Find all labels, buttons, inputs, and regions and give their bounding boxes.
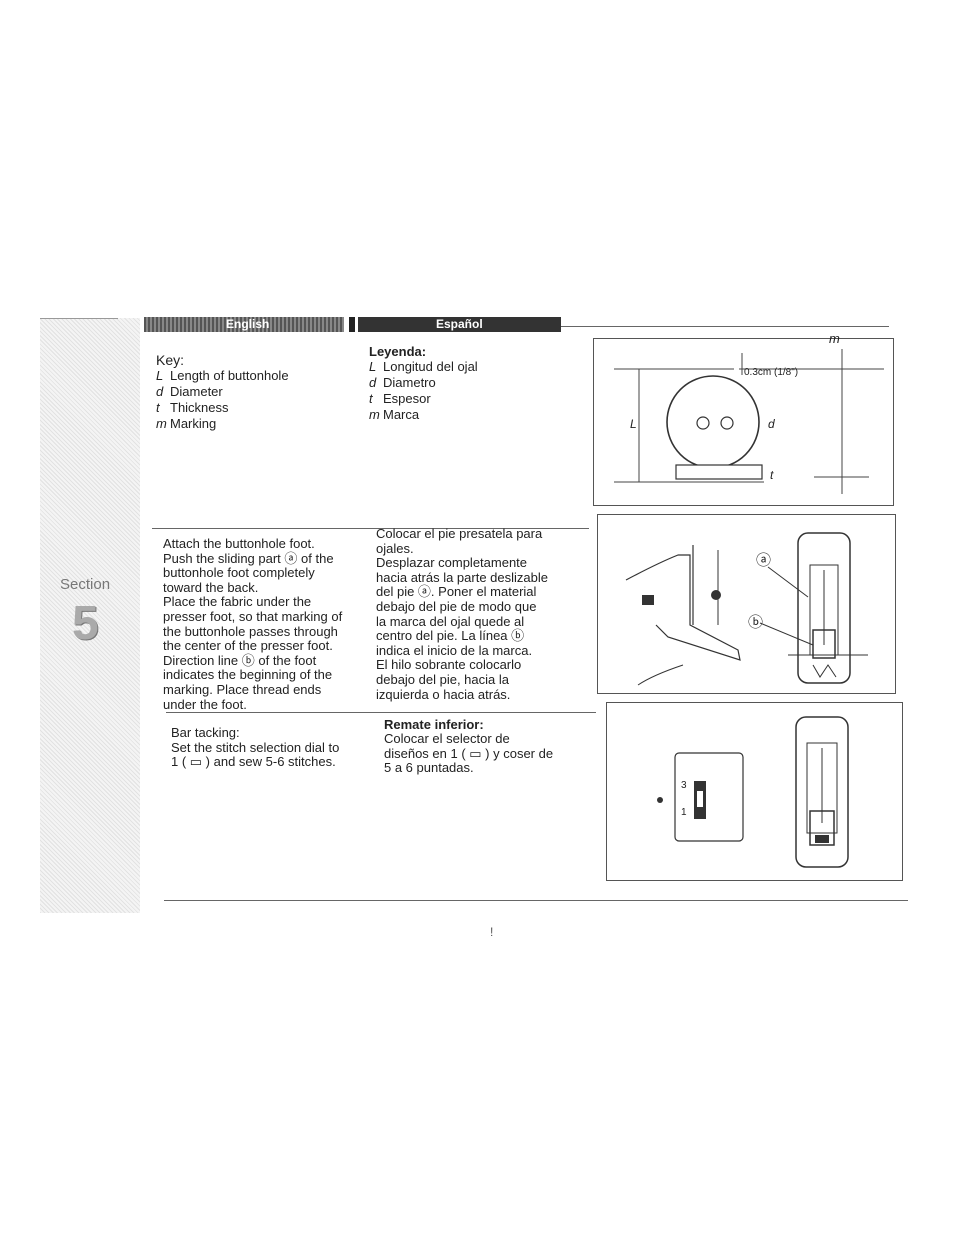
presser-foot-figure: ⓐ ⓑ <box>597 514 896 694</box>
footer-mark: ! <box>490 925 494 939</box>
text-line: the center of the presser foot. <box>163 638 333 654</box>
figure-label-t: t <box>770 468 774 482</box>
section-rule <box>152 528 589 529</box>
text-line: diseños en 1 ( ▭ ) y coser de <box>384 745 554 761</box>
remate-heading: Remate inferior: <box>384 717 484 732</box>
text-line: debajo del pie, hacia la <box>376 671 509 687</box>
bar-tacking-spanish: Remate inferior: Colocar el selector de … <box>384 717 584 776</box>
text-line: Colocar el selector de <box>384 731 510 746</box>
text-line: centro del pie. La línea ⓑ <box>376 628 525 644</box>
key-heading: Key: <box>156 352 185 368</box>
text-line: Desplazar completamente <box>376 555 528 571</box>
text-line: indicates the beginning of the <box>163 667 333 683</box>
text-line: toward the back. <box>163 579 259 595</box>
text-line: izquierda o hacia atrás. <box>376 686 511 702</box>
text-line: ojales. <box>376 540 414 556</box>
text-line: Place the fabric under the <box>163 594 312 610</box>
text-line: debajo del pie de modo que <box>376 598 537 614</box>
english-header: English <box>144 317 344 332</box>
sidebar-band <box>40 318 140 913</box>
text-line: under the foot. <box>163 696 247 712</box>
text-line: la marca del ojal quede al <box>376 613 525 629</box>
spanish-header: Español <box>358 317 561 332</box>
button-diagram <box>614 349 884 494</box>
stitch-dial-diagram <box>657 716 849 868</box>
text-line: El hilo sobrante colocarlo <box>376 657 522 673</box>
header-rule <box>561 326 889 327</box>
figure-label-d: d <box>768 417 775 431</box>
header-separator <box>349 317 355 332</box>
section-label: Section <box>60 576 111 593</box>
dial-label-1: 1 <box>681 807 687 818</box>
text-line: del pie ⓐ. Poner el material <box>376 584 537 600</box>
text-line: Direction line ⓑ of the foot <box>163 652 317 668</box>
presser-foot-diagram <box>625 532 868 686</box>
section-number: 5 <box>72 597 99 650</box>
stitch-dial-figure: 3 1 <box>606 702 903 881</box>
text-line: Attach the buttonhole foot. <box>163 536 315 551</box>
bottom-rule <box>164 900 908 901</box>
text-line: Colocar el pie presatela para <box>376 526 543 541</box>
text-line: marking. Place thread ends <box>163 681 322 697</box>
section-rule <box>166 712 596 713</box>
callout-b: ⓑ <box>748 614 764 631</box>
text-line: the buttonhole passes through <box>163 623 338 639</box>
leyenda-heading: Leyenda: <box>369 344 427 359</box>
figure-label-L: L <box>630 417 637 431</box>
figure-dimension-label: 0.3cm (1/8") <box>744 367 799 378</box>
bar-tacking-english: Bar tacking: Set the stitch selection di… <box>171 725 371 770</box>
attach-english: Attach the buttonhole foot. Push the sli… <box>163 536 363 712</box>
button-dimension-figure: m L d t 0.3cm (1/8") <box>593 331 894 506</box>
figure-label-m: m <box>829 331 840 346</box>
text-line: hacia atrás la parte deslizable <box>376 569 548 585</box>
callout-a: ⓐ <box>756 552 772 569</box>
bar-tacking-heading: Bar tacking: <box>171 725 240 740</box>
text-line: Push the sliding part ⓐ of the <box>163 550 334 566</box>
sidebar-rule <box>40 318 118 319</box>
text-line: Set the stitch selection dial to <box>171 739 340 755</box>
text-line: buttonhole foot completely <box>163 565 315 581</box>
dial-label-3: 3 <box>681 780 687 791</box>
text-line: 5 a 6 puntadas. <box>384 760 474 776</box>
text-line: indica el inicio de la marca. <box>376 642 533 658</box>
text-line: 1 ( ▭ ) and sew 5-6 stitches. <box>171 754 336 770</box>
attach-spanish: Colocar el pie presatela para ojales. De… <box>376 526 576 702</box>
text-line: presser foot, so that marking of <box>163 608 343 624</box>
